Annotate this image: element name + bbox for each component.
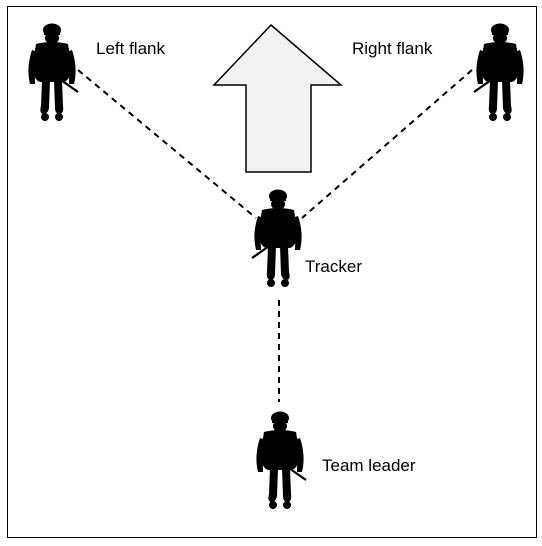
right-flank-soldier-icon xyxy=(472,22,525,123)
left-flank-to-tracker-line xyxy=(77,69,257,219)
right-flank-to-tracker-line xyxy=(301,69,473,219)
up-arrow-icon xyxy=(212,23,344,173)
left-flank-soldier-icon xyxy=(27,22,80,123)
tracker-soldier-icon xyxy=(250,188,303,289)
right-flank-label: Right flank xyxy=(352,39,433,58)
formation-lines xyxy=(77,69,473,402)
tracker-label: Tracker xyxy=(305,257,362,276)
team-leader-soldier-icon xyxy=(255,410,308,511)
left-flank-label: Left flank xyxy=(96,39,165,58)
team-leader-label: Team leader xyxy=(322,456,416,475)
